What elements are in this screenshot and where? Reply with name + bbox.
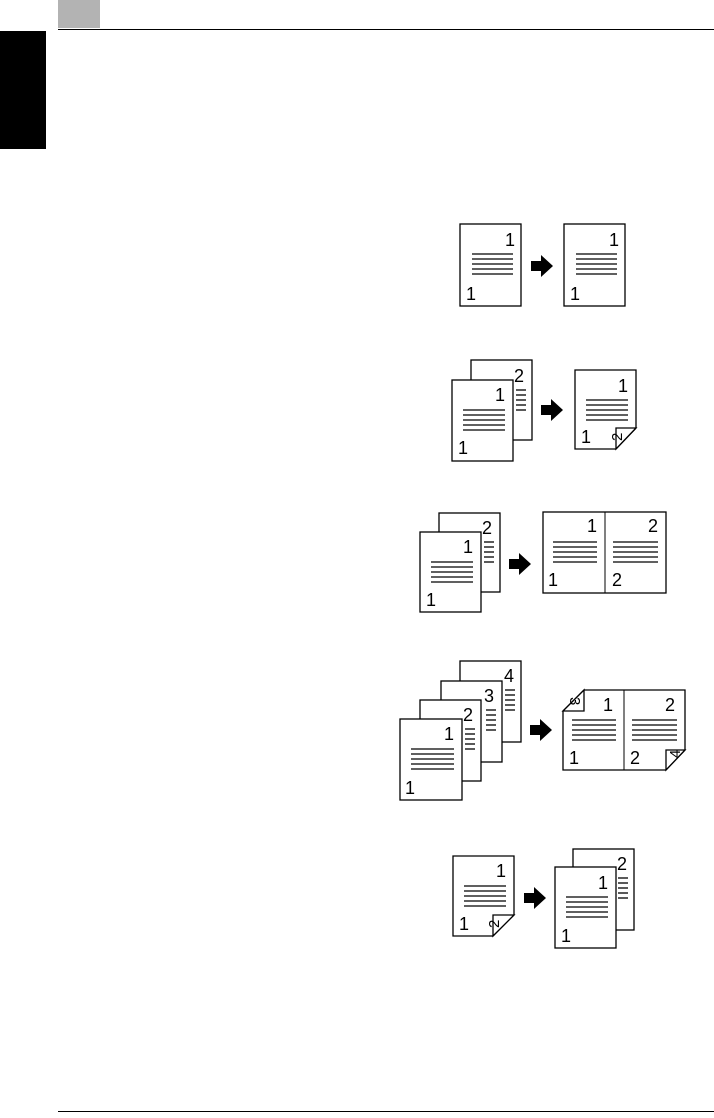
original-front-page: 1 1 — [452, 380, 513, 461]
page-number: 2 — [630, 748, 640, 768]
page-number: 2 — [617, 854, 627, 874]
right-arrow-icon — [509, 553, 531, 575]
page-number: 1 — [569, 748, 579, 768]
right-arrow-icon — [530, 719, 552, 741]
page-number: 1 — [581, 427, 591, 447]
page-number: 1 — [570, 284, 580, 304]
right-arrow-icon — [531, 255, 553, 277]
original-front-page: 1 1 — [420, 532, 481, 612]
page-number: 1 — [618, 376, 628, 396]
right-arrow-icon — [541, 399, 563, 421]
page-number: 2 — [648, 516, 658, 536]
page-number: 1 — [466, 284, 476, 304]
page-number: 2 — [482, 518, 492, 538]
diagram-2-originals-to-2in1: 2 1 1 — [420, 512, 666, 612]
page-number: 1 — [459, 914, 469, 934]
page-number: 2 — [609, 433, 626, 441]
page-number: 2 — [514, 366, 524, 386]
page-number: 1 — [587, 516, 597, 536]
page-number: 2 — [486, 920, 503, 928]
copy-front-page: 1 1 — [555, 867, 616, 948]
diagram-1sided-to-2sided: 2 1 1 1 1 — [452, 360, 636, 461]
page-number: 1 — [496, 861, 506, 881]
page-number: 2 — [463, 705, 473, 725]
page-number: 1 — [463, 537, 473, 557]
2in1-duplex-copy-sheet: 3 1 1 2 2 4 — [563, 690, 685, 770]
diagram-1sided-to-1sided: 1 1 1 1 — [460, 224, 625, 306]
page-number: 1 — [458, 438, 468, 458]
page-number: 1 — [603, 695, 613, 715]
page-number: 1 — [548, 570, 558, 590]
page-number: 4 — [504, 666, 514, 686]
page-number: 1 — [495, 385, 505, 405]
page-number: 1 — [505, 230, 515, 250]
duplex-original-page: 1 1 2 — [453, 856, 514, 936]
page-number: 1 — [561, 926, 571, 946]
right-arrow-icon — [524, 887, 546, 909]
page-number: 3 — [566, 697, 583, 705]
diagram-4-originals-to-2in1-duplex: 4 3 2 — [400, 661, 685, 800]
page-number: 1 — [426, 590, 436, 610]
page-number: 1 — [444, 724, 454, 744]
diagram-2sided-to-1sided: 1 1 2 2 1 1 — [453, 849, 634, 948]
page-number: 3 — [484, 686, 494, 706]
duplex-copy-page: 1 1 2 — [575, 370, 636, 449]
copy-page: 1 1 — [564, 224, 625, 306]
original-page: 1 1 — [460, 224, 521, 306]
page-number: 2 — [612, 570, 622, 590]
page-number: 2 — [665, 695, 675, 715]
page-number: 4 — [667, 750, 684, 758]
page-number: 1 — [598, 873, 608, 893]
page-number: 1 — [405, 778, 415, 798]
2in1-copy-sheet: 1 1 2 2 — [543, 512, 666, 593]
original-page-1: 1 1 — [400, 719, 462, 800]
page-number: 1 — [609, 230, 619, 250]
